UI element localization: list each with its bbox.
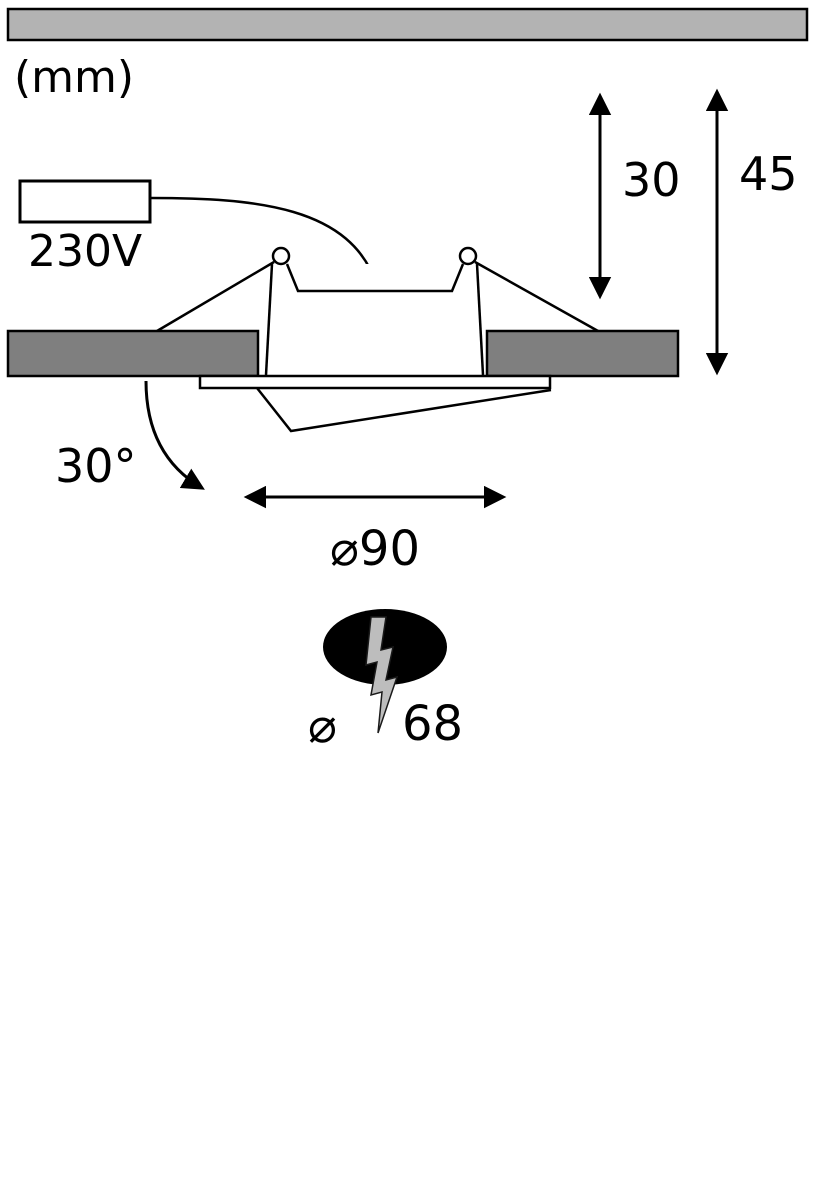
tilt-angle-arrow (144, 380, 205, 490)
cutout-diameter-symbol: ⌀ (308, 698, 337, 754)
right-ceiling-panel (485, 329, 680, 378)
right-spring-arm (474, 260, 599, 333)
power-wire (149, 196, 379, 287)
left-ceiling-panel (6, 329, 260, 378)
cutout-diameter-value: 68 (402, 696, 463, 752)
transformer-box (18, 179, 152, 224)
right-bracket (475, 263, 485, 376)
unit-label: (mm) (14, 52, 134, 103)
fixture-housing (285, 263, 465, 293)
lightning-bolt-icon (365, 616, 399, 734)
tilt-angle-label: 30° (55, 439, 137, 493)
left-spring-arm (156, 260, 275, 333)
trim-ring (198, 374, 552, 390)
ceiling-surface-bar (6, 7, 809, 42)
total-height-label: 45 (739, 147, 798, 201)
right-pivot-circle (458, 246, 478, 266)
recess-depth-label: 30 (622, 153, 681, 207)
bezel-diameter-label: ⌀90 (330, 521, 420, 577)
voltage-label: 230V (28, 226, 142, 277)
cutout-hole-ellipse (323, 609, 447, 685)
left-bracket (264, 263, 274, 376)
left-pivot-circle (271, 246, 291, 266)
tilted-lamp-face (256, 387, 552, 433)
